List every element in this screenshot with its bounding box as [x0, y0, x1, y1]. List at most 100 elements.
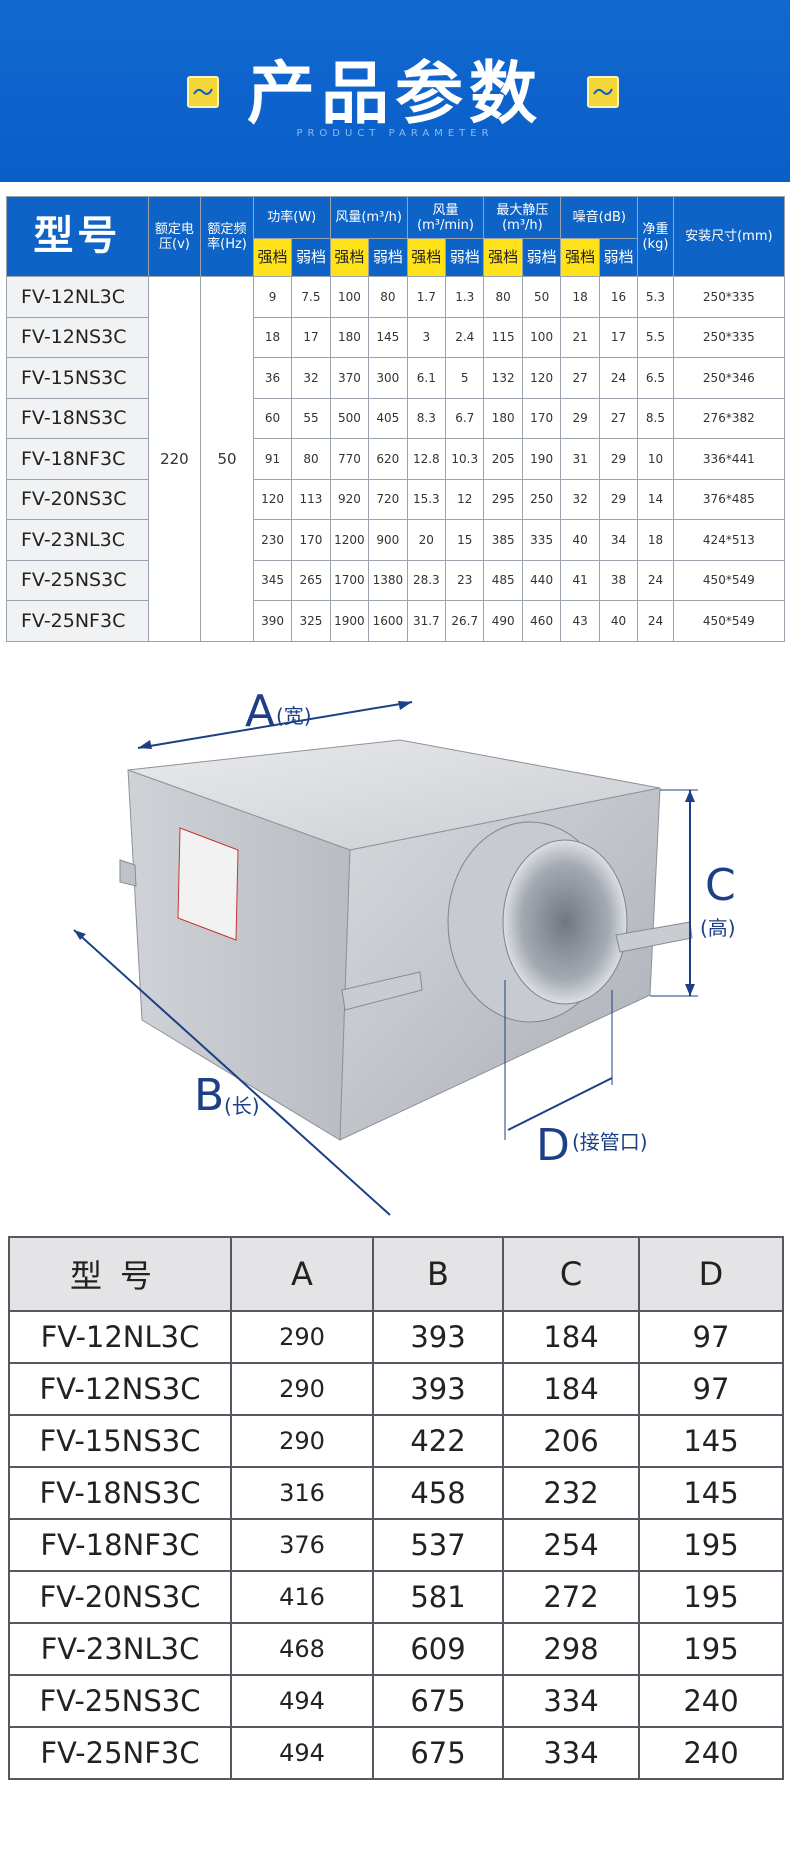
value-cell: 920 — [329, 478, 370, 520]
model-cell: FV-25NF3C — [6, 600, 149, 642]
value-cell: 1200 — [329, 519, 370, 561]
value-cell: 6.7 — [445, 397, 485, 439]
header-strong: 强档 — [252, 238, 293, 277]
model-cell: FV-15NS3C — [6, 357, 149, 399]
value-cell: 440 — [521, 559, 562, 601]
header-weak: 弱档 — [368, 238, 408, 277]
value-cell: 450*549 — [672, 559, 786, 601]
value-cell: 1600 — [368, 600, 408, 642]
value-cell: 450*549 — [672, 600, 786, 642]
header-model: 型号 — [6, 196, 149, 277]
value-cell: 335 — [521, 519, 562, 561]
value-cell: 180 — [329, 316, 370, 358]
value-cell: 537 — [372, 1518, 504, 1572]
model-cell: FV-18NF3C — [6, 438, 149, 480]
value-cell: 8.3 — [406, 397, 447, 439]
value-cell: 6.1 — [406, 357, 447, 399]
value-cell: 334 — [502, 1726, 640, 1780]
value-cell: 10.3 — [445, 438, 485, 480]
header-strong: 强档 — [406, 238, 447, 277]
voltage-cell: 220 — [147, 276, 202, 642]
value-cell: 300 — [368, 357, 408, 399]
value-cell: 26.7 — [445, 600, 485, 642]
value-cell: 195 — [638, 1570, 784, 1624]
value-cell: 29 — [598, 478, 639, 520]
value-cell: 494 — [230, 1674, 374, 1728]
value-cell: 254 — [502, 1518, 640, 1572]
header-voltage: 额定电压(v) — [147, 196, 202, 277]
value-cell: 250*335 — [672, 316, 786, 358]
dimension-b-label: B — [194, 1070, 225, 1121]
value-cell: 1700 — [329, 559, 370, 601]
value-cell: 18 — [252, 316, 293, 358]
dimension-b-note: (长) — [224, 1094, 260, 1118]
value-cell: 24 — [637, 600, 674, 642]
value-cell: 184 — [502, 1310, 640, 1364]
wave-icon — [587, 76, 619, 108]
value-cell: 28.3 — [406, 559, 447, 601]
value-cell: 620 — [368, 438, 408, 480]
wave-icon — [187, 76, 219, 108]
value-cell: 581 — [372, 1570, 504, 1624]
value-cell: 12 — [445, 478, 485, 520]
value-cell: 240 — [638, 1674, 784, 1728]
value-cell: 100 — [521, 316, 562, 358]
model-cell: FV-25NS3C — [6, 559, 149, 601]
dimension-c-note: (高) — [700, 916, 736, 940]
dimension-a-label: A — [245, 686, 276, 737]
value-cell: 276*382 — [672, 397, 786, 439]
value-cell: 14 — [637, 478, 674, 520]
value-cell: 250 — [521, 478, 562, 520]
value-cell: 1900 — [329, 600, 370, 642]
value-cell: 336*441 — [672, 438, 786, 480]
value-cell: 18 — [560, 276, 600, 318]
value-cell: 80 — [291, 438, 331, 480]
value-cell: 770 — [329, 438, 370, 480]
dim-header-a: A — [230, 1236, 374, 1312]
header-weight: 净重(kg) — [637, 196, 674, 277]
value-cell: 325 — [291, 600, 331, 642]
value-cell: 32 — [560, 478, 600, 520]
value-cell: 31 — [560, 438, 600, 480]
model-cell: FV-12NS3C — [6, 316, 149, 358]
value-cell: 32 — [291, 357, 331, 399]
value-cell: 91 — [252, 438, 293, 480]
value-cell: 41 — [560, 559, 600, 601]
model-cell: FV-15NS3C — [8, 1414, 232, 1468]
model-cell: FV-18NS3C — [8, 1466, 232, 1520]
model-cell: FV-20NS3C — [6, 478, 149, 520]
page-title: 产品参数 — [246, 55, 543, 134]
header-weak: 弱档 — [445, 238, 485, 277]
value-cell: 113 — [291, 478, 331, 520]
value-cell: 145 — [638, 1414, 784, 1468]
value-cell: 468 — [230, 1622, 374, 1676]
dim-header-b: B — [372, 1236, 504, 1312]
value-cell: 675 — [372, 1674, 504, 1728]
model-cell: FV-12NL3C — [8, 1310, 232, 1364]
value-cell: 2.4 — [445, 316, 485, 358]
value-cell: 422 — [372, 1414, 504, 1468]
page-subtitle: PRODUCT PARAMETER — [296, 128, 494, 139]
product-diagram: A (宽) B (长) C (高) D (接管口) — [0, 660, 790, 1220]
model-cell: FV-25NF3C — [8, 1726, 232, 1780]
value-cell: 376*485 — [672, 478, 786, 520]
value-cell: 230 — [252, 519, 293, 561]
header-airflow-min: 风量(m³/min) — [406, 196, 485, 239]
value-cell: 120 — [521, 357, 562, 399]
value-cell: 184 — [502, 1362, 640, 1416]
dimension-c-label: C — [705, 860, 736, 911]
value-cell: 9 — [252, 276, 293, 318]
value-cell: 370 — [329, 357, 370, 399]
value-cell: 205 — [483, 438, 523, 480]
